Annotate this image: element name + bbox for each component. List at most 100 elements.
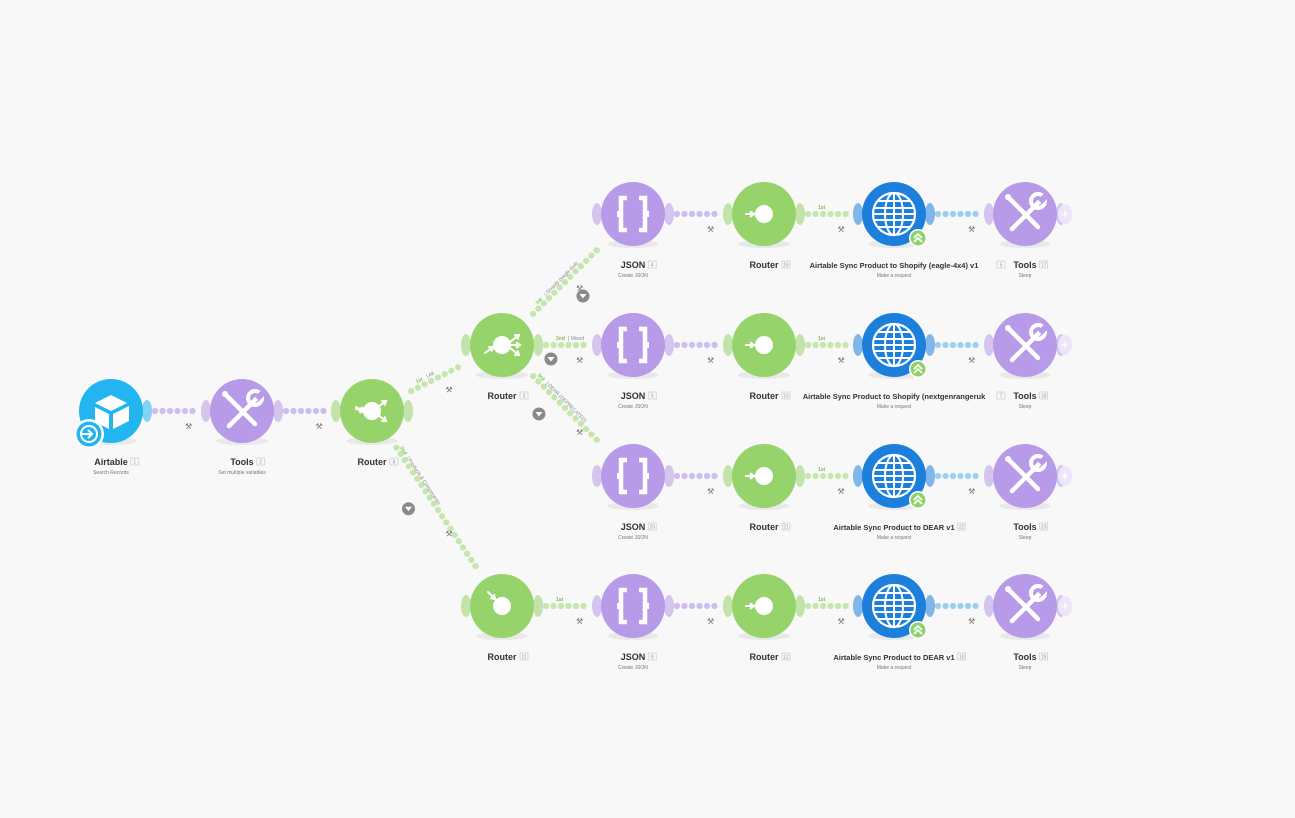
output-handle[interactable] [925, 465, 935, 487]
input-handle[interactable] [853, 203, 863, 225]
module-circle[interactable] [601, 313, 665, 377]
wrench-icon[interactable]: ⚒ [576, 356, 583, 365]
filter-icon[interactable] [402, 502, 415, 516]
output-handle[interactable] [664, 334, 674, 356]
connection[interactable]: ⚒1st| Shopify (eagle-4x4) [530, 247, 600, 317]
wrench-icon[interactable]: ⚒ [968, 356, 975, 365]
input-handle[interactable] [723, 465, 733, 487]
route-label[interactable]: 1st [556, 597, 564, 603]
output-handle[interactable] [795, 595, 805, 617]
output-handle[interactable] [273, 400, 283, 422]
route-label[interactable]: 2nd| Mixed [556, 336, 584, 342]
module-http-a[interactable]: Airtable Sync Product to Shopify (eagle-… [810, 182, 1006, 279]
connection[interactable]: ⚒2nd| Products & Components [393, 444, 479, 570]
connection[interactable]: ⚒ 1st [804, 205, 849, 234]
input-handle[interactable] [592, 595, 602, 617]
connection[interactable]: ⚒ [934, 602, 979, 626]
wrench-icon[interactable]: ⚒ [446, 386, 453, 395]
output-handle[interactable] [925, 334, 935, 356]
connection[interactable]: ⚒ [934, 472, 979, 496]
wrench-icon[interactable]: ⚒ [838, 617, 845, 626]
route-label[interactable]: 1st [818, 336, 826, 342]
input-handle[interactable] [723, 203, 733, 225]
route-label[interactable]: 1st [818, 205, 826, 211]
output-handle[interactable] [533, 595, 543, 617]
wrench-icon[interactable]: ⚒ [707, 617, 714, 626]
connection[interactable]: ⚒ 1st| All [408, 364, 462, 395]
add-module-icon[interactable] [1058, 466, 1072, 486]
connection[interactable]: ⚒ [673, 341, 718, 365]
input-handle[interactable] [461, 334, 471, 356]
route-label[interactable]: 1st [818, 467, 826, 473]
wrench-icon[interactable]: ⚒ [576, 617, 583, 626]
input-handle[interactable] [592, 465, 602, 487]
connection[interactable]: ⚒ [673, 602, 718, 626]
wrench-icon[interactable]: ⚒ [968, 487, 975, 496]
connection[interactable]: ⚒ 1st [804, 597, 849, 626]
input-handle[interactable] [984, 334, 994, 356]
route-label[interactable]: 1st [818, 597, 826, 603]
trigger-badge-icon[interactable] [74, 419, 104, 449]
output-handle[interactable] [795, 334, 805, 356]
connection[interactable]: ⚒ 1st [542, 597, 587, 626]
connection[interactable]: ⚒ [282, 407, 327, 431]
wrench-icon[interactable]: ⚒ [316, 422, 323, 431]
wrench-icon[interactable]: ⚒ [838, 225, 845, 234]
connection[interactable]: ⚒ [151, 407, 196, 431]
output-handle[interactable] [795, 203, 805, 225]
input-handle[interactable] [331, 400, 341, 422]
connection[interactable]: ⚒ [673, 210, 718, 234]
input-handle[interactable] [461, 595, 471, 617]
output-handle[interactable] [925, 203, 935, 225]
module-http-b[interactable]: Airtable Sync Product to Shopify (nextge… [803, 313, 1006, 410]
wrench-icon[interactable]: ⚒ [838, 356, 845, 365]
input-handle[interactable] [853, 595, 863, 617]
route-label[interactable]: 1st| Shopify (eagle-4x4) [535, 261, 581, 307]
wrench-icon[interactable]: ⚒ [707, 356, 714, 365]
connection[interactable]: ⚒ [673, 472, 718, 496]
wrench-icon[interactable]: ⚒ [576, 428, 583, 437]
output-handle[interactable] [664, 595, 674, 617]
input-handle[interactable] [853, 465, 863, 487]
route-label[interactable]: 2nd| Products & Components [398, 445, 441, 506]
wrench-icon[interactable]: ⚒ [707, 487, 714, 496]
wrench-icon[interactable]: ⚒ [707, 225, 714, 234]
output-handle[interactable] [142, 400, 152, 422]
output-handle[interactable] [403, 400, 413, 422]
connection[interactable]: ⚒ [934, 210, 979, 234]
connection[interactable]: ⚒ [934, 341, 979, 365]
filter-icon[interactable] [576, 289, 590, 303]
connection[interactable]: ⚒1st [804, 467, 849, 496]
add-module-icon[interactable] [1058, 204, 1072, 224]
output-handle[interactable] [533, 334, 543, 356]
wrench-icon[interactable]: ⚒ [185, 422, 192, 431]
filter-icon[interactable] [532, 407, 546, 421]
input-handle[interactable] [984, 203, 994, 225]
input-handle[interactable] [984, 595, 994, 617]
input-handle[interactable] [592, 334, 602, 356]
output-handle[interactable] [925, 595, 935, 617]
input-handle[interactable] [201, 400, 211, 422]
module-circle[interactable] [601, 182, 665, 246]
input-handle[interactable] [984, 465, 994, 487]
route-label[interactable]: 1st| All [415, 371, 436, 385]
output-handle[interactable] [664, 465, 674, 487]
